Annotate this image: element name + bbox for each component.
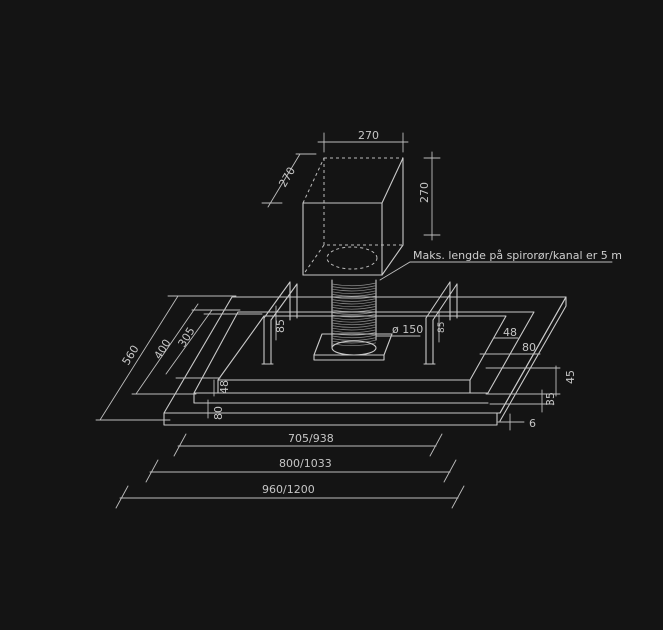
dim-depth-560: 560 bbox=[120, 343, 142, 368]
dim-rod-left: 85 bbox=[274, 319, 287, 333]
dim-width-800-1033: 800/1033 bbox=[279, 457, 332, 470]
hood-body bbox=[163, 296, 567, 426]
duct-rib bbox=[331, 303, 377, 307]
duct-rib bbox=[331, 334, 377, 339]
dim-duct-diameter: ø 150 bbox=[392, 323, 423, 336]
duct-rib bbox=[331, 290, 377, 294]
dim-depth-400: 400 bbox=[152, 337, 174, 362]
duct-rib bbox=[331, 326, 377, 331]
duct-rib bbox=[331, 316, 377, 320]
chimney-dimensions: 270 270 270 bbox=[261, 129, 441, 241]
dim-right-48: 48 bbox=[503, 326, 517, 339]
dim-width-960-1200: 960/1200 bbox=[262, 483, 315, 496]
duct-length-note: Maks. lengde på spirorør/kanal er 5 m bbox=[379, 249, 622, 281]
duct-rib bbox=[331, 285, 377, 289]
duct-rib bbox=[331, 321, 377, 326]
dim-chimney-width: 270 bbox=[358, 129, 379, 142]
dim-chimney-depth: 270 bbox=[276, 165, 298, 190]
right-side-dimensions: 48 80 45 35 6 bbox=[479, 326, 577, 431]
note-text: Maks. lengde på spirorør/kanal er 5 m bbox=[413, 249, 622, 262]
duct-diameter-label: ø 150 bbox=[375, 323, 423, 337]
bottom-width-dimensions: 705/938 800/1033 960/1200 bbox=[115, 432, 465, 509]
duct-rib bbox=[331, 293, 377, 297]
dim-right-80: 80 bbox=[522, 341, 536, 354]
duct-rib bbox=[331, 319, 377, 323]
dim-left-80: 80 bbox=[212, 406, 225, 420]
duct-rib bbox=[331, 306, 377, 310]
suspension-rods bbox=[261, 281, 458, 365]
duct-rib bbox=[331, 339, 377, 344]
dim-rod-right: 85 bbox=[437, 322, 447, 333]
dim-right-45: 45 bbox=[564, 370, 577, 384]
dim-width-705-938: 705/938 bbox=[288, 432, 334, 445]
duct-rib bbox=[331, 282, 377, 287]
dim-left-48: 48 bbox=[218, 380, 231, 394]
duct-rib bbox=[331, 298, 377, 302]
dim-depth-305: 305 bbox=[176, 325, 198, 350]
duct-rib bbox=[331, 337, 377, 341]
duct-rib bbox=[331, 324, 377, 328]
dim-right-35: 35 bbox=[544, 392, 557, 406]
duct-rib bbox=[331, 300, 377, 305]
chimney-box bbox=[302, 157, 404, 276]
duct-rib bbox=[331, 287, 377, 292]
flex-duct bbox=[331, 279, 377, 356]
dim-chimney-height: 270 bbox=[418, 182, 431, 203]
dim-right-6: 6 bbox=[529, 417, 536, 430]
duct-rib bbox=[331, 329, 377, 333]
rod-dimensions: 85 85 bbox=[274, 305, 447, 343]
